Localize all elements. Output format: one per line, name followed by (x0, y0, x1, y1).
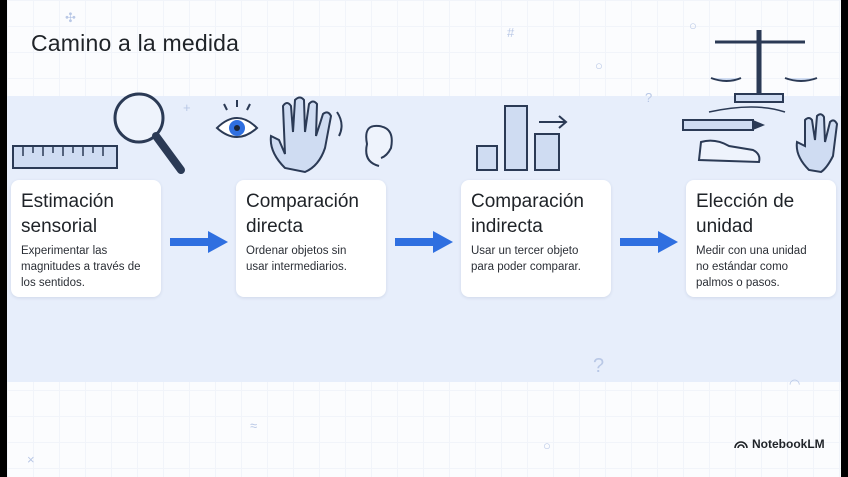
step-title-line: sensorial (21, 214, 161, 239)
step-title-line: indirecta (471, 214, 611, 239)
step-description: Medir con una unidad no estándar como pa… (696, 243, 834, 291)
doodle-circle-3: ○ (543, 438, 551, 453)
step-description-line: Usar un tercer objeto (471, 243, 609, 259)
step-description-line: los sentidos. (21, 275, 159, 291)
arrow-right-icon (620, 231, 678, 253)
step-title-line: Comparación (246, 189, 386, 214)
doodle-hash: # (507, 25, 514, 40)
step-description-line: palmos o pasos. (696, 275, 834, 291)
doodle-x: × (27, 452, 35, 467)
step-title-line: Elección de (696, 189, 836, 214)
doodle-arc: ◠ (789, 376, 800, 392)
senses-illustration (213, 92, 403, 174)
balance-units-illustration (675, 22, 841, 176)
notebooklm-brand: NotebookLM (734, 437, 825, 451)
doodle-question: ? (645, 90, 652, 105)
step-title: Estimación sensorial (21, 189, 161, 239)
arrow-right-icon (395, 231, 453, 253)
step-title-line: Estimación (21, 189, 161, 214)
step-title-line: Comparación (471, 189, 611, 214)
slide: ✣ + # ○ ? ○ ? ○ ≈ × ◠ Camino a la medida (7, 0, 841, 477)
step-description-line: Experimentar las (21, 243, 159, 259)
slide-title: Camino a la medida (31, 30, 239, 57)
step-description: Ordenar objetos sin usar intermediarios. (246, 243, 384, 275)
step-description-line: para poder comparar. (471, 259, 609, 275)
doodle-mark: ✣ (65, 10, 76, 26)
step-description: Experimentar las magnitudes a través de … (21, 243, 159, 291)
step-title: Comparación directa (246, 189, 386, 239)
bar-comparison-illustration (473, 100, 573, 174)
doodle-squiggle: ≈ (250, 418, 257, 433)
brand-label: NotebookLM (752, 437, 825, 451)
step-description-line: magnitudes a través de (21, 259, 159, 275)
doodle-circle: ○ (595, 58, 603, 73)
notebooklm-logo-icon (734, 439, 748, 449)
step-card-3: Comparación indirecta Usar un tercer obj… (461, 180, 611, 297)
step-description-line: Ordenar objetos sin (246, 243, 384, 259)
arrow-right-icon (170, 231, 228, 253)
step-card-2: Comparación directa Ordenar objetos sin … (236, 180, 386, 297)
step-title-line: unidad (696, 214, 836, 239)
ruler-magnifier-illustration (11, 90, 191, 176)
step-card-4: Elección de unidad Medir con una unidad … (686, 180, 836, 297)
step-card-1: Estimación sensorial Experimentar las ma… (11, 180, 161, 297)
step-description-line: Medir con una unidad (696, 243, 834, 259)
step-description-line: no estándar como (696, 259, 834, 275)
step-title-line: directa (246, 214, 386, 239)
step-description-line: usar intermediarios. (246, 259, 384, 275)
step-description: Usar un tercer objeto para poder compara… (471, 243, 609, 275)
step-title: Comparación indirecta (471, 189, 611, 239)
doodle-question-2: ? (593, 355, 604, 378)
step-title: Elección de unidad (696, 189, 836, 239)
